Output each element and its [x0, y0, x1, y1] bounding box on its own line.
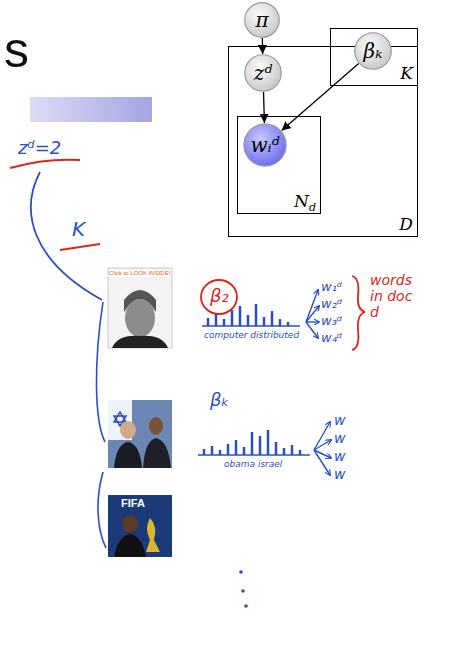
photo-body — [114, 442, 142, 468]
photo-body — [143, 438, 171, 468]
football-photo — [108, 495, 172, 557]
photo-text: FIFA — [121, 497, 145, 510]
word-histogram — [198, 422, 331, 475]
handwritten-note: K — [72, 218, 85, 241]
handwritten-word: w — [334, 466, 345, 482]
ink-arrow — [306, 321, 319, 322]
handwritten-word: w₄ᵈ — [321, 331, 342, 346]
ink-dots — [239, 570, 248, 608]
handwritten-note: words in doc d — [370, 272, 414, 320]
photo-face — [125, 299, 155, 337]
handwritten-word: w — [334, 430, 345, 446]
plate: DzᵈNd wᵢᵈ — [228, 46, 418, 237]
handwritten-word: w₃ᵈ — [321, 314, 342, 329]
ink-curve — [98, 472, 106, 548]
handwritten-word: w — [334, 448, 345, 464]
node-label: π — [255, 8, 268, 32]
handwritten-word: w₁ᵈ — [321, 280, 342, 295]
ink-circle — [201, 280, 237, 314]
plate-label: D — [399, 214, 413, 234]
photo-frame — [108, 268, 172, 348]
histogram-bars — [204, 430, 300, 455]
handwritten-word: w — [334, 412, 345, 428]
plate-count: N — [294, 191, 309, 211]
title-fragment: s — [4, 22, 29, 80]
histogram-bars — [208, 304, 288, 326]
plate-subscript: d — [309, 201, 316, 214]
ink-dot — [244, 604, 248, 608]
node-label: wᵢᵈ — [243, 123, 287, 167]
plate: Kβₖ — [330, 28, 418, 86]
ink-curve — [31, 172, 102, 300]
heading-bar — [30, 97, 152, 122]
ink-arrow — [314, 422, 330, 450]
variable-symbol: zᵈ — [254, 61, 273, 85]
ink-arrow — [306, 322, 318, 338]
node-disc — [245, 3, 280, 38]
handwritten-symbol: β₂ — [210, 286, 229, 307]
node-label: wᵢᵈ — [250, 133, 279, 157]
ink-arrow — [314, 440, 331, 450]
ink-underline — [10, 160, 80, 168]
ink-bracket — [352, 276, 365, 350]
node-disc — [355, 33, 391, 69]
photo-body — [112, 336, 168, 348]
ink-arrow — [306, 306, 319, 322]
variable-symbol: βₖ — [364, 39, 383, 63]
ink-curve — [96, 302, 105, 442]
plate-label: Nd — [294, 191, 316, 211]
node-disc — [245, 55, 281, 91]
plate-label: K — [400, 63, 413, 83]
ink-arrow — [314, 450, 330, 475]
handwritten-note: computer distributed — [204, 330, 299, 340]
photo-frame — [108, 400, 172, 468]
ink-arrow — [306, 290, 318, 322]
node-disc — [244, 124, 286, 166]
plate-count: D — [399, 214, 413, 234]
variable-symbol: wᵢᵈ — [250, 133, 279, 157]
politicians-photo — [108, 400, 172, 468]
ink-dot — [241, 589, 245, 593]
variable-node: zᵈ — [244, 54, 282, 92]
photo-face — [120, 421, 136, 439]
photo-face — [149, 417, 163, 435]
variable-symbol: π — [255, 8, 268, 32]
handwritten-note: obama israel — [224, 459, 282, 469]
handwritten-note: zᵈ=2 — [18, 138, 61, 159]
node-label: βₖ — [364, 39, 383, 63]
photo-trophy — [146, 518, 160, 552]
variable-node: βₖ — [354, 32, 392, 70]
handwritten-word: w₂ᵈ — [321, 297, 342, 312]
ink-dot — [239, 570, 243, 574]
variable-node: wᵢᵈ — [243, 123, 287, 167]
photo-body — [114, 534, 146, 557]
handwritten-symbol: βₖ — [210, 390, 229, 411]
photo-face — [122, 515, 138, 533]
node-label: βₖ — [354, 32, 392, 70]
dependency-arrow — [263, 92, 265, 123]
node-label: zᵈ — [254, 61, 273, 85]
plate-count: K — [400, 63, 413, 83]
photo-frame — [108, 495, 172, 557]
word-histogram — [201, 276, 365, 350]
ink-stroke — [60, 244, 100, 250]
plate: Nd wᵢᵈ — [237, 116, 321, 214]
node-label: π — [244, 2, 280, 38]
book-photo — [108, 268, 172, 348]
node-label: zᵈ — [244, 54, 282, 92]
cover-text: Click to LOOK INSIDE! — [109, 270, 170, 277]
variable-node: π — [244, 2, 280, 38]
